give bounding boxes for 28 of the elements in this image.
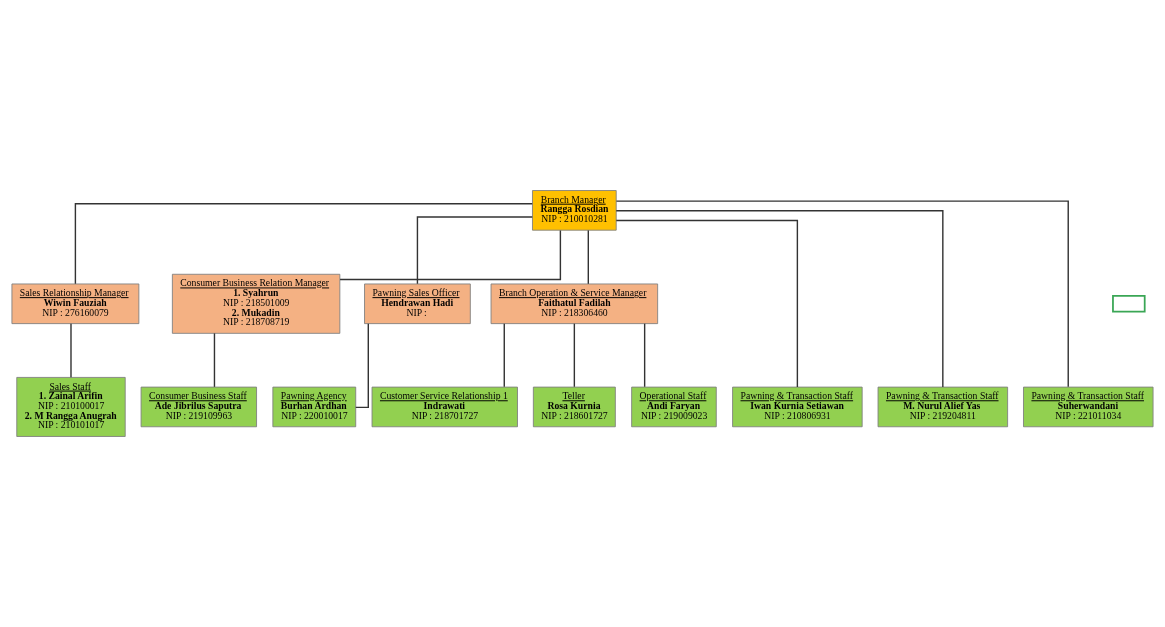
connector (587, 229, 589, 285)
connector (615, 210, 944, 388)
connector (74, 203, 533, 285)
node-box: Pawning & Transaction Staff M. Nurul Alief Yas NIP : 219204811 (877, 386, 1009, 428)
connector (213, 332, 216, 388)
connector (643, 323, 646, 388)
node-box: Pawning & Transaction Staff Suherwandani NIP : 221011034 (1023, 386, 1154, 428)
node-box: Consumer Business Relation Manager 1. Syahrun NIP : 218501009 2. Mukadin NIP : 218708719 (171, 273, 341, 334)
node-box: Consumer Business Staff Ade Jibrilus Saputra NIP : 219109963 (140, 386, 257, 428)
node-box: Branch Manager Rangga Rosdian NIP : 210010281 (532, 190, 617, 231)
node-box: Sales Relationship Manager Wiwin Fauziah NIP : 276160079 (11, 283, 140, 325)
node-box (1112, 295, 1146, 313)
node-box: Branch Operation & Service Manager Faithatul Fadilah NIP : 218306460 (490, 283, 659, 325)
connector (355, 323, 369, 409)
node-box: Pawning Sales Officer Hendrawan Hadi NIP : (364, 283, 471, 325)
node-box: Pawning & Transaction Staff Iwan Kurnia Setiawan NIP : 210806931 (732, 386, 863, 428)
connector (615, 200, 1069, 388)
node-box: Operational Staff Andi Faryan NIP : 219009023 (631, 386, 717, 428)
connector (339, 229, 562, 281)
connector (70, 323, 72, 379)
connector (615, 219, 799, 388)
node-box: Teller Rosa Kurnia NIP : 218601727 (532, 386, 616, 428)
node-box: Pawning Agency Burhan Ardhan NIP : 220010017 (272, 386, 357, 428)
connector (573, 323, 576, 388)
connector (503, 323, 505, 388)
node-box: Customer Service Relationship 1 Indrawati NIP : 218701727 (371, 386, 518, 428)
connector (416, 216, 533, 285)
node-box: Sales Staff 1. Zainal Arifin NIP : 210100017 2. M Rangga Anugrah NIP : 210101017 (16, 376, 126, 437)
